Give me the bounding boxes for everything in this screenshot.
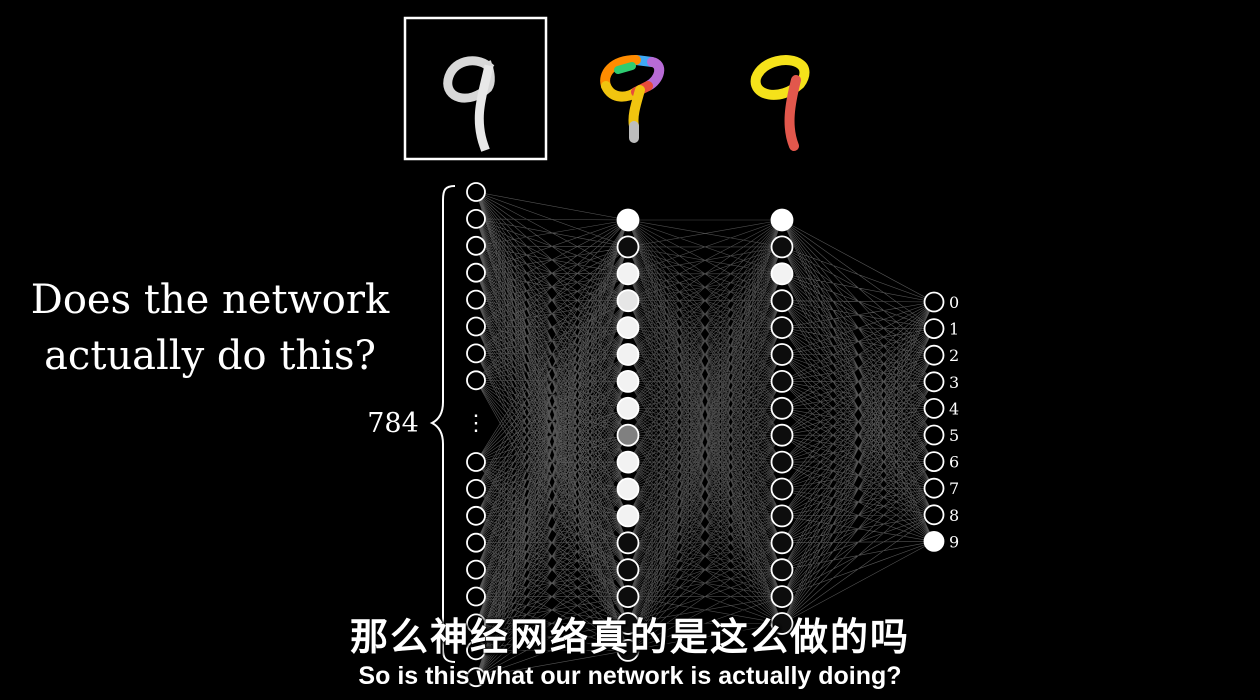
- input-neuron: [466, 532, 486, 553]
- hidden2-neuron: [770, 369, 794, 393]
- hidden1-neuron: [616, 316, 640, 340]
- input-neuron: [466, 262, 486, 283]
- input-neuron: [466, 208, 486, 229]
- network-neurons: 0 1 2 3 4 5 6 7 8 9: [466, 182, 959, 688]
- output-digit-label: 6: [949, 453, 959, 472]
- input-neuron: [466, 235, 486, 256]
- output-neuron: [923, 477, 945, 499]
- hidden2-neuron: [770, 235, 794, 259]
- input-digit-image: [403, 16, 548, 161]
- question-line-1: Does the network: [30, 277, 390, 323]
- output-digit-label: 1: [949, 320, 959, 339]
- output-digit-label: 4: [949, 399, 959, 418]
- hidden1-neuron: [616, 262, 640, 286]
- hidden1-neuron: [616, 531, 640, 555]
- output-neuron: [923, 344, 945, 366]
- output-digit-label: 5: [949, 426, 959, 445]
- network-connections: [475, 191, 935, 678]
- output-neuron: [923, 451, 945, 473]
- hidden1-neuron: [616, 289, 640, 313]
- input-ellipsis: ⋮: [465, 411, 487, 436]
- input-neuron: [466, 452, 486, 472]
- subtitle-english: So is this what our network is actually …: [358, 662, 902, 690]
- connection-bundle: [475, 191, 629, 678]
- connection-bundle: [627, 219, 783, 651]
- hidden2-neuron: [770, 396, 794, 420]
- hidden1-neuron: [616, 369, 640, 393]
- hidden1-neuron: [616, 396, 640, 420]
- hidden2-neuron: [770, 316, 794, 340]
- output-neuron: [923, 318, 945, 340]
- hidden2-neuron: [770, 208, 794, 232]
- input-count-label: 784: [367, 408, 419, 439]
- input-neuron: [466, 370, 486, 391]
- output-digit-label: 0: [949, 293, 959, 312]
- hidden2-neuron: [770, 450, 794, 474]
- hidden1-neuron: [616, 208, 640, 232]
- hidden1-neuron: [616, 585, 640, 608]
- hidden2-neuron: [770, 477, 794, 501]
- input-neuron: [466, 505, 486, 526]
- input-neuron: [466, 182, 486, 202]
- question-text: Does the network actually do this?: [20, 272, 400, 384]
- hidden1-neuron: [616, 477, 640, 501]
- digit-colored-parts: [600, 55, 665, 143]
- digit-loop-and-stroke: [750, 55, 810, 151]
- input-brace: [429, 185, 456, 663]
- connection-bundle: [781, 219, 935, 624]
- output-neuron: [923, 397, 945, 419]
- hidden1-neuron: [616, 423, 640, 447]
- output-digit-label: 2: [949, 346, 959, 365]
- input-neuron: [466, 478, 486, 499]
- hidden1-neuron: [616, 343, 640, 366]
- output-neuron: [923, 424, 945, 446]
- output-neuron: [923, 504, 945, 526]
- input-neuron: [466, 316, 486, 337]
- handwritten-nine: [443, 56, 495, 152]
- hidden2-neuron: [770, 531, 794, 555]
- hidden2-neuron: [770, 612, 794, 635]
- hidden2-neuron: [770, 289, 794, 313]
- input-neuron: [466, 613, 486, 634]
- hidden2-neuron: [770, 262, 794, 286]
- output-neuron: [923, 531, 945, 552]
- output-digit-label: 8: [949, 506, 959, 525]
- hidden2-neuron: [770, 558, 794, 582]
- hidden1-neuron: [616, 639, 640, 662]
- hidden2-neuron: [770, 423, 794, 447]
- input-neuron: [466, 667, 486, 688]
- output-neuron: [923, 291, 945, 313]
- subtitle-chinese: 那么神经网络真的是这么做的吗: [349, 615, 910, 659]
- input-neuron: [466, 640, 486, 661]
- hidden2-neuron: [770, 343, 794, 366]
- output-neuron: [923, 371, 945, 393]
- hidden1-neuron: [616, 450, 640, 474]
- hidden2-neuron: [770, 504, 794, 528]
- hidden1-neuron: [616, 235, 640, 259]
- input-neuron: [466, 559, 486, 580]
- input-neuron: [466, 289, 486, 310]
- hidden1-neuron: [616, 504, 640, 528]
- output-digit-label: 3: [949, 373, 959, 392]
- hidden1-neuron: [616, 558, 640, 582]
- hidden1-neuron: [616, 612, 640, 635]
- output-digit-label: 9: [949, 532, 959, 551]
- question-line-2: actually do this?: [44, 333, 376, 379]
- output-digit-label: 7: [949, 479, 959, 498]
- input-neuron: [466, 586, 486, 607]
- input-neuron: [466, 343, 486, 364]
- hidden2-neuron: [770, 585, 794, 608]
